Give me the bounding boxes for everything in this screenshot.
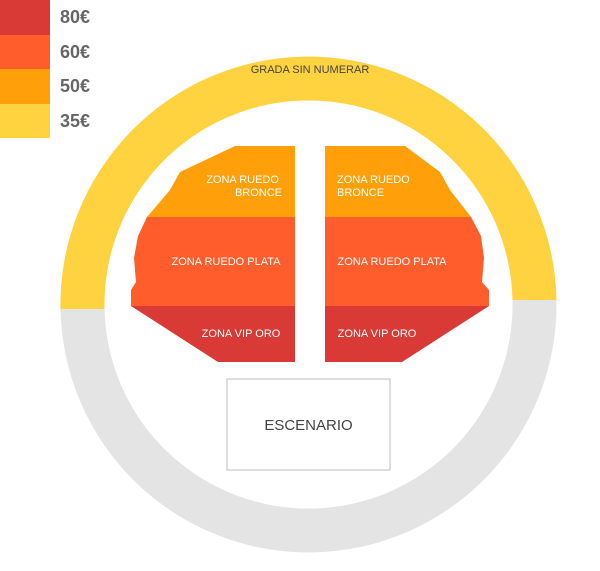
legend-item-80: 80€ (0, 0, 110, 35)
legend-label-60: 60€ (60, 41, 91, 62)
price-legend: 80€ 60€ 50€ 35€ (0, 0, 110, 138)
legend-item-60: 60€ (0, 34, 110, 69)
zona-ruedo-plata-left-label: ZONA RUEDO PLATA (171, 256, 281, 268)
legend-label-80: 80€ (60, 7, 91, 27)
zona-vip-oro-right-label: ZONA VIP ORO (338, 328, 417, 340)
zona-vip-oro-left[interactable] (131, 306, 295, 362)
escenario-label: ESCENARIO (264, 417, 352, 434)
legend-swatch-60 (0, 34, 50, 69)
legend-item-35: 35€ (0, 103, 110, 138)
zona-ruedo-bronce-left[interactable] (147, 146, 295, 217)
ring-lower-section (60, 300, 557, 553)
zona-ruedo-plata-right-label: ZONA RUEDO PLATA (337, 256, 447, 268)
grada-sin-numerar-section[interactable] (60, 56, 557, 309)
zona-vip-oro-right[interactable] (325, 306, 489, 362)
legend-swatch-35 (0, 103, 50, 138)
zona-ruedo-bronce-right-label: ZONA RUEDO BRONCE (337, 174, 413, 199)
zona-ruedo-bronce-right[interactable] (325, 146, 471, 217)
zona-vip-oro-left-label: ZONA VIP ORO (202, 328, 281, 340)
legend-swatch-80 (0, 0, 50, 35)
zona-ruedo-bronce-left-label: ZONA RUEDO BRONCE (206, 174, 282, 199)
legend-item-50: 50€ (0, 69, 110, 104)
escenario-stage (226, 378, 391, 471)
legend-swatch-50 (0, 69, 50, 104)
legend-label-35: 35€ (60, 110, 91, 131)
zona-ruedo-plata-left[interactable] (131, 217, 295, 306)
zona-ruedo-plata-right[interactable] (325, 217, 489, 306)
grada-sin-numerar-label: GRADA SIN NUMERAR (251, 64, 370, 76)
legend-label-50: 50€ (60, 76, 91, 96)
